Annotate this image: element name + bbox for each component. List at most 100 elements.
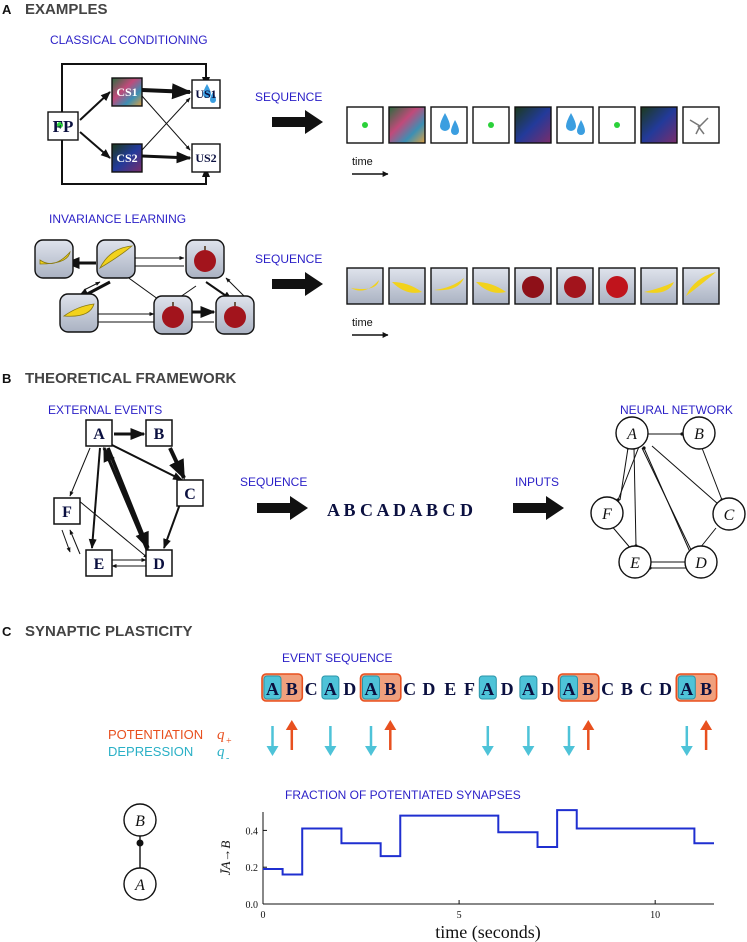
invariance-time-label: time — [352, 317, 373, 329]
panel-c-letter: C — [2, 624, 12, 639]
series-line — [263, 809, 714, 876]
event-letter: A — [365, 679, 378, 699]
seq-frame-banana — [472, 267, 510, 305]
neuron-label-c: C — [724, 507, 735, 524]
external-events-graph: A B C D E F — [53, 419, 204, 577]
y-tick-label: 0.0 — [246, 900, 259, 911]
panel-c-title: SYNAPTIC PLASTICITY — [25, 623, 193, 640]
event-letter: D — [541, 679, 554, 699]
event-letter: B — [286, 679, 298, 699]
banana-node — [34, 239, 74, 279]
framework-sequence-label: SEQUENCE — [240, 475, 307, 489]
event-letter: A — [324, 679, 337, 699]
seq-frame-apple — [556, 267, 594, 305]
seq-frame-banana — [682, 267, 720, 305]
event-sequence-label: EVENT SEQUENCE — [282, 651, 392, 665]
banana-node — [59, 293, 99, 333]
seq-frame-cs2 — [640, 106, 678, 144]
classical-sequence-arrow — [272, 110, 323, 134]
depression-box — [478, 675, 497, 700]
event-label-e: E — [94, 556, 105, 573]
pair-label-b: B — [135, 813, 145, 830]
seq-frame-apple — [598, 267, 636, 305]
depression-box — [362, 675, 380, 700]
neuron-c — [712, 497, 746, 531]
neuron-a — [615, 416, 649, 450]
event-letter: D — [659, 679, 672, 699]
event-node-e — [85, 549, 113, 577]
neuron-d — [684, 545, 718, 579]
neural-network-label: NEURAL NETWORK — [620, 403, 733, 417]
x-tick-label: 10 — [650, 910, 660, 921]
fp-label: FP — [53, 117, 74, 136]
depression-arrowhead — [680, 746, 693, 756]
synapse-pair: B A — [123, 803, 157, 901]
depression-arrowhead — [481, 746, 494, 756]
panel-a-title: EXAMPLES — [25, 1, 108, 18]
seq-frame-cs2 — [514, 106, 552, 144]
depression-label: DEPRESSION — [108, 744, 193, 759]
synapse-dot — [136, 839, 144, 847]
depression-arrowhead — [324, 746, 337, 756]
cs1-node — [111, 77, 143, 107]
depression-arrowhead — [365, 746, 377, 756]
invariance-sequence-arrow — [272, 272, 323, 296]
classical-conditioning-label: CLASSICAL CONDITIONING — [50, 33, 208, 47]
y-ticks: 0.00.20.4 — [246, 826, 267, 911]
invariance-graph — [34, 239, 255, 335]
invariance-learning-label: INVARIANCE LEARNING — [49, 212, 186, 226]
inputs-label: INPUTS — [515, 475, 559, 489]
framework-sequence-text: A B C A D A B C D — [327, 500, 473, 520]
event-letter: A — [680, 679, 693, 699]
external-events-label: EXTERNAL EVENTS — [48, 403, 162, 417]
depression-box — [677, 675, 696, 700]
depression-subscript: - — [226, 753, 229, 764]
potentiation-arrowhead — [582, 720, 595, 730]
potentiation-symbol: q — [217, 727, 225, 743]
event-letter: C — [305, 679, 318, 699]
panel-a-letter: A — [2, 2, 12, 17]
plasticity-arrows — [266, 720, 713, 756]
us2-label: US2 — [195, 151, 216, 165]
event-letter: D — [422, 679, 435, 699]
event-letter: B — [582, 679, 594, 699]
event-node-f — [53, 497, 81, 525]
neuron-e — [618, 545, 652, 579]
event-node-a — [85, 419, 113, 447]
pair-label-a: A — [134, 877, 145, 894]
neuron-label-e: E — [629, 555, 640, 572]
seq-frame-banana — [430, 267, 468, 305]
depression-arrowhead — [563, 746, 575, 756]
event-letter: A — [481, 679, 494, 699]
depression-arrowhead — [266, 746, 279, 756]
event-letter: B — [384, 679, 396, 699]
classical-sequence-strip — [346, 106, 720, 144]
neural-network-graph: A B C D E F — [590, 416, 746, 579]
classical-time-label: time — [352, 156, 373, 168]
event-letter: C — [601, 679, 614, 699]
apple-node — [185, 239, 225, 279]
potentiation-arrowhead — [285, 720, 298, 730]
depression-arrowhead — [522, 746, 535, 756]
inputs-arrow — [513, 496, 564, 520]
event-letter: A — [563, 679, 576, 699]
seq-frame-banana — [346, 267, 384, 305]
x-axis-label: time (seconds) — [435, 922, 540, 942]
event-letter: C — [403, 679, 416, 699]
apple-node — [215, 295, 255, 335]
classical-sequence-label: SEQUENCE — [255, 90, 322, 104]
x-tick-label: 0 — [261, 910, 266, 921]
depression-box — [263, 675, 282, 700]
neuron-b — [682, 416, 716, 450]
depression-box — [321, 675, 340, 700]
framework-sequence-arrow — [257, 496, 308, 520]
neuron-a — [123, 867, 157, 901]
y-tick-label: 0.4 — [246, 826, 259, 837]
event-label-d: D — [153, 556, 165, 573]
event-letter: C — [640, 679, 653, 699]
cs2-node — [111, 143, 143, 173]
